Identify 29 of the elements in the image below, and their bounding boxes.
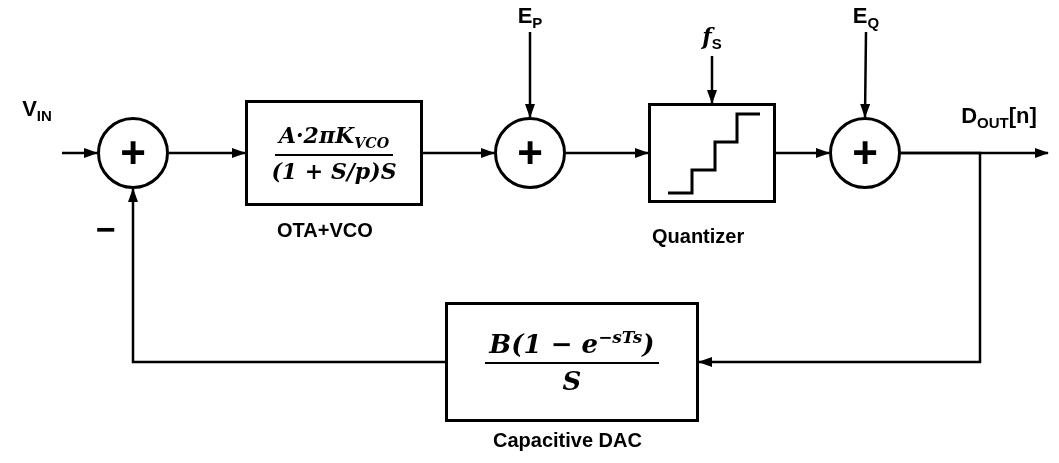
block-label: Capacitive DAC xyxy=(493,430,642,450)
arrow xyxy=(169,148,246,158)
arrow xyxy=(860,32,871,118)
quantizer-block xyxy=(648,103,776,203)
transfer-function-block xyxy=(445,302,699,422)
denominator: (1 + S/p)S xyxy=(271,157,397,185)
signal-label: E$_{Q}$ xyxy=(847,2,885,32)
block-label: Quantizer xyxy=(652,226,745,246)
signal-label: f$_{S}$ xyxy=(690,20,734,56)
arrow xyxy=(62,148,98,158)
arrow xyxy=(776,148,830,158)
arrow xyxy=(423,148,495,158)
arrow xyxy=(525,32,535,118)
plus-sign: + xyxy=(517,131,543,175)
transfer-function-block xyxy=(245,100,423,206)
numerator: A·2πK$_{VCO}$ xyxy=(274,121,394,157)
signal-label: V$_{IN}$ xyxy=(12,96,62,153)
signal-label: D$_{OUT}$[n] xyxy=(950,103,1048,153)
arrow xyxy=(698,151,982,367)
arrow xyxy=(707,56,717,104)
plus-sign: + xyxy=(852,131,878,175)
numerator: B(1 − e$^{−sTs}$) xyxy=(485,327,659,364)
denominator: S xyxy=(562,364,582,397)
minus-sign: − xyxy=(96,212,116,246)
plus-sign: + xyxy=(120,131,146,175)
signal-label: E$_{P}$ xyxy=(512,2,548,32)
arrow xyxy=(566,148,649,158)
arrow xyxy=(128,188,445,364)
block-label: OTA+VCO xyxy=(277,220,373,240)
